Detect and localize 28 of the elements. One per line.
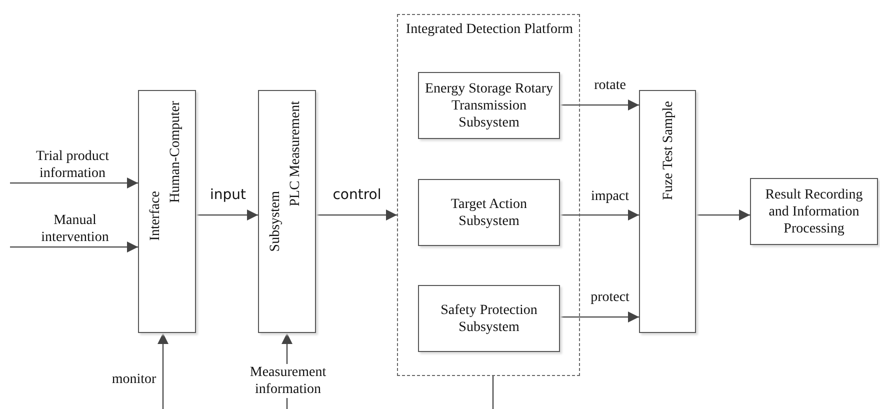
arrow [158, 333, 168, 409]
subsystem-box [418, 72, 560, 139]
arrow [559, 312, 639, 322]
arrow [10, 178, 138, 188]
node-label: Subsystem [267, 191, 284, 252]
node-label: PLC Measurement [287, 101, 304, 206]
node-label: Result Recording and Information Processing [764, 186, 864, 237]
arrow [10, 242, 138, 252]
arrow [696, 210, 750, 220]
interface-box [138, 90, 196, 333]
sample-box [639, 90, 696, 333]
node-label: Target Action Subsystem [450, 196, 528, 230]
node-label: Fuze Test Sample [660, 101, 677, 200]
arrow [559, 100, 639, 110]
arrow [559, 210, 639, 220]
group-title: Integrated Detection Platform [404, 21, 574, 38]
subsystem-box [418, 179, 560, 246]
node-label: Interface [147, 191, 164, 241]
platform-group [397, 14, 580, 376]
subsystem-box [258, 90, 316, 333]
node-label: Human-Computer [167, 101, 184, 203]
process-box [750, 178, 878, 245]
arrow [196, 210, 258, 220]
subsystem-box [418, 285, 560, 352]
node-label: Energy Storage Rotary Transmission Subsystem [424, 80, 554, 131]
connector-line [492, 376, 494, 409]
arrow [316, 210, 397, 220]
node-label: Safety Protection Subsystem [440, 302, 538, 336]
